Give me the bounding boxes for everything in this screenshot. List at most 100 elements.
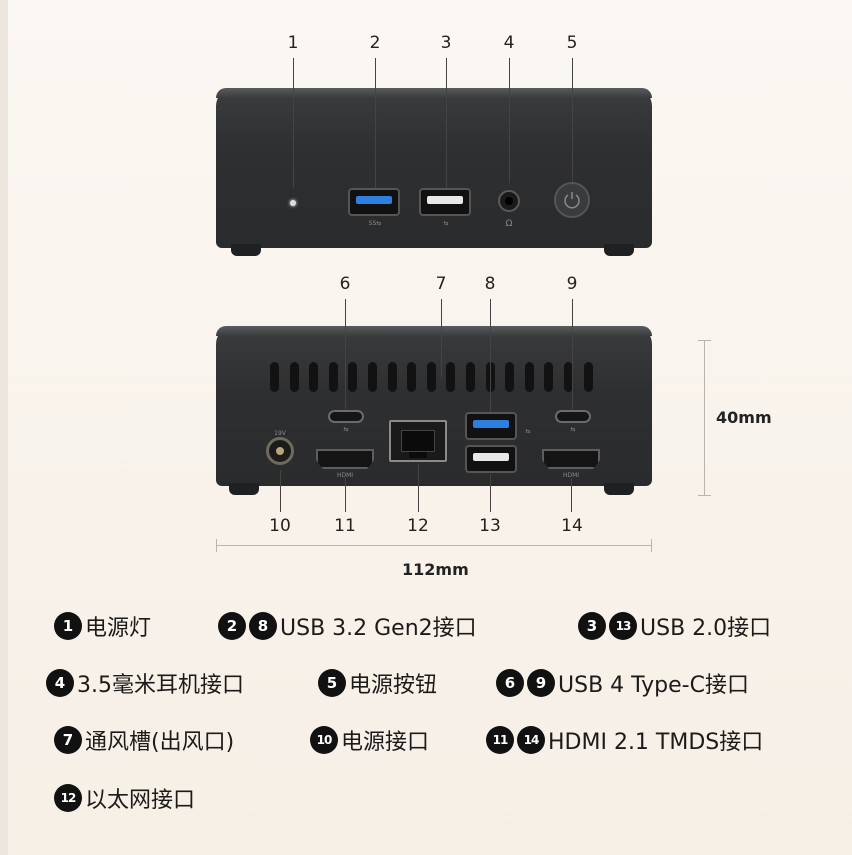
height-dimension-cap-bottom (698, 495, 711, 496)
leader-8 (490, 299, 491, 414)
vent-slot (466, 362, 475, 392)
vent-slot (505, 362, 515, 392)
leader-6 (345, 299, 346, 409)
vent-slot (583, 362, 593, 392)
callout-5: 5 (566, 33, 578, 53)
usb4-type-c-port-left (328, 410, 364, 423)
callout-11: 11 (334, 516, 356, 536)
legend-text: USB 3.2 Gen2接口 (280, 616, 477, 641)
height-dimension-line (704, 340, 705, 496)
vent-slot (564, 362, 573, 392)
callout-6: 6 (339, 274, 351, 294)
legend-badge: 14 (517, 726, 545, 754)
front-foot-left (231, 244, 261, 256)
usb-3-2-port-front (348, 188, 400, 216)
legend-text: 电源接口 (341, 730, 430, 755)
leader-14 (571, 478, 572, 512)
hdmi-port-right (542, 449, 600, 469)
legend-text: USB 2.0接口 (640, 616, 772, 641)
usb-icon: ⇆ (443, 220, 449, 227)
callout-12: 12 (407, 516, 429, 536)
width-dimension-line (216, 545, 652, 546)
usb-2-0-port-back (465, 445, 517, 473)
dc-label-mark: 19V (274, 430, 286, 437)
width-dimension-label: 112mm (402, 560, 469, 579)
legend-badge: 12 (54, 784, 82, 812)
height-dimension-label: 40mm (716, 408, 772, 427)
vent-slot (524, 362, 534, 392)
legend-badge: 4 (46, 669, 74, 697)
legend-badge: 5 (318, 669, 346, 697)
back-foot-left (229, 483, 259, 495)
vent-slot (368, 362, 377, 392)
width-dimension-cap-right (651, 539, 652, 552)
legend-badge: 8 (249, 612, 277, 640)
hdmi-mark: HDMI (562, 472, 580, 479)
leader-10 (280, 470, 281, 512)
usb-icon: ⇆ (570, 426, 576, 433)
legend-badge: 7 (54, 726, 82, 754)
vent-slot (446, 362, 456, 392)
leader-3 (446, 58, 447, 188)
legend-text: 3.5毫米耳机接口 (77, 673, 244, 698)
vent-slot (328, 362, 338, 392)
left-edge-strip (0, 0, 8, 855)
headphone-icon: Ω (505, 219, 513, 229)
legend-text: 电源按钮 (349, 673, 438, 698)
callout-2: 2 (369, 33, 381, 53)
legend-text: 以太网接口 (85, 788, 196, 813)
leader-1 (293, 58, 294, 188)
leader-13 (490, 474, 491, 512)
legend-badge: 2 (218, 612, 246, 640)
vent-slot (544, 362, 554, 392)
ethernet-port (389, 420, 447, 462)
leader-11 (345, 478, 346, 512)
hdmi-port-left (316, 449, 374, 469)
callout-3: 3 (440, 33, 452, 53)
vent-slot (387, 362, 397, 392)
power-icon (564, 192, 580, 209)
callout-4: 4 (503, 33, 515, 53)
legend-text: 电源灯 (85, 616, 152, 641)
headphone-jack (498, 190, 520, 212)
callout-7: 7 (435, 274, 447, 294)
legend-badge: 10 (310, 726, 338, 754)
front-foot-right (604, 244, 634, 256)
callout-13: 13 (479, 516, 501, 536)
leader-9 (572, 299, 573, 409)
vent-slot (348, 362, 358, 392)
usb-2-0-port-front (419, 188, 471, 216)
leader-12 (418, 464, 419, 512)
callout-1: 1 (287, 33, 299, 53)
front-chassis (216, 88, 652, 248)
leader-2 (375, 58, 376, 188)
vent-slot (270, 362, 279, 392)
callout-10: 10 (269, 516, 291, 536)
vent-slot (407, 362, 417, 392)
legend-badge: 6 (496, 669, 524, 697)
back-foot-right (604, 483, 634, 495)
legend-badge: 9 (527, 669, 555, 697)
callout-9: 9 (566, 274, 578, 294)
usb-icon: ⇆ (525, 428, 531, 435)
leader-4 (509, 58, 510, 183)
vent-slot (426, 362, 436, 392)
legend-text: USB 4 Type-C接口 (558, 673, 749, 698)
hdmi-mark: HDMI (336, 472, 354, 479)
callout-14: 14 (561, 516, 583, 536)
leader-7 (441, 299, 442, 377)
usb-icon: ⇆ (343, 426, 349, 433)
vent-slot (309, 362, 319, 392)
usb-3-2-port-back (465, 412, 517, 440)
vent-slot (289, 362, 299, 392)
leader-5 (572, 58, 573, 183)
